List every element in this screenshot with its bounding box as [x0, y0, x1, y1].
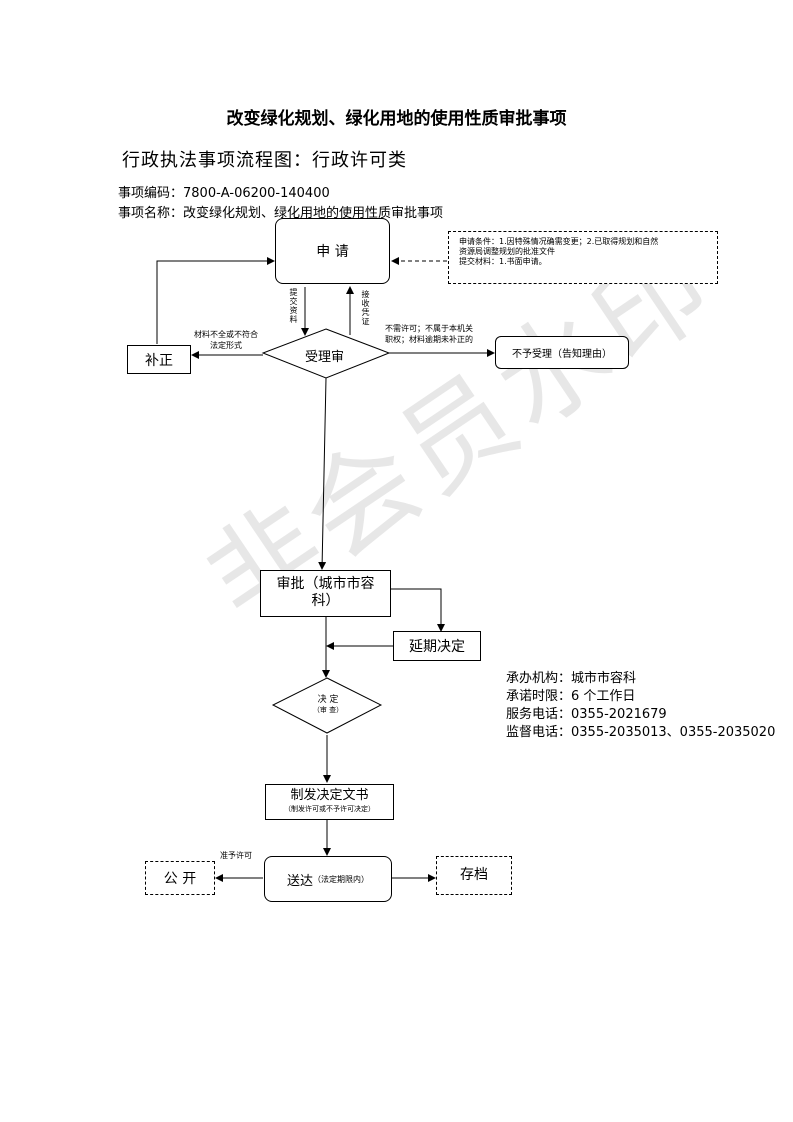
document-subtitle: 行政执法事项流程图：行政许可类 [122, 150, 407, 171]
extend-text: 延期决定 [409, 639, 465, 655]
grant-label: 准予许可 [220, 851, 252, 860]
deliver-text: 送达 [286, 873, 313, 889]
issue-note: （制发许可或不予许可决定） [284, 805, 375, 813]
reject-box: 不予受理（告知理由） [495, 336, 629, 369]
info-service-phone: 服务电话：0355-2021679 [506, 707, 667, 722]
incomplete-label-2: 法定形式 [210, 341, 242, 350]
public-box: 公 开 [145, 861, 215, 895]
review-diamond [261, 328, 391, 379]
reject-label-2: 职权；材料逾期未补正的 [385, 335, 473, 344]
correct-text: 补正 [145, 352, 173, 369]
info-supervise-phone: 监督电话：0355-2035013、0355-2035020 [506, 725, 776, 740]
public-text: 公 开 [163, 871, 197, 887]
archive-text: 存档 [460, 867, 488, 883]
reject-text: 不予受理（告知理由） [512, 349, 612, 360]
apply-text: 申 请 [316, 244, 349, 260]
document-title: 改变绿化规划、绿化用地的使用性质审批事项 [226, 109, 567, 129]
issue-box: 制发决定文书 （制发许可或不予许可决定） [265, 784, 394, 820]
submit-label: 提交资料 [289, 288, 298, 324]
reject-label-1: 不需许可；不属于本机关 [385, 324, 473, 333]
decide-line2: （审 查） [312, 706, 344, 714]
info-deadline: 承诺时限：6 个工作日 [506, 689, 636, 704]
approve-line1: 审批（城市市容 [276, 576, 375, 592]
archive-box: 存档 [436, 856, 512, 895]
decide-line1: 决 定 [317, 695, 339, 705]
issue-text: 制发决定文书 [290, 788, 369, 803]
deliver-note: （法定期限内） [313, 874, 369, 884]
conditions-line2: 资源局调整规划的批准文件 [459, 247, 555, 256]
decide-text: 决 定 （审 查） [308, 695, 348, 715]
approve-line2: 科） [311, 593, 340, 609]
approve-box: 审批（城市市容 科） [260, 570, 391, 617]
deliver-box: 送达 （法定期限内） [264, 856, 392, 902]
info-org: 承办机构：城市市容科 [506, 671, 637, 686]
extend-box: 延期决定 [393, 631, 481, 661]
conditions-line3: 提交材料：1.书面申请。 [459, 257, 547, 266]
receipt-label: 接收凭证 [361, 290, 370, 326]
item-code: 事项编码：7800-A-06200-140400 [118, 186, 330, 201]
incomplete-label-1: 材料不全或不符合 [194, 330, 258, 339]
decide-diamond [271, 677, 383, 734]
conditions-box: 申请条件：1.因特殊情况确需变更；2.已取得规划和自然 资源局调整规划的批准文件… [448, 231, 718, 284]
item-name: 事项名称：改变绿化规划、绿化用地的使用性质审批事项 [118, 206, 444, 221]
conditions-line1: 申请条件：1.因特殊情况确需变更；2.已取得规划和自然 [459, 237, 659, 246]
apply-box: 申 请 [275, 218, 390, 284]
review-text: 受理审 [305, 350, 345, 365]
correct-box: 补正 [127, 345, 191, 374]
